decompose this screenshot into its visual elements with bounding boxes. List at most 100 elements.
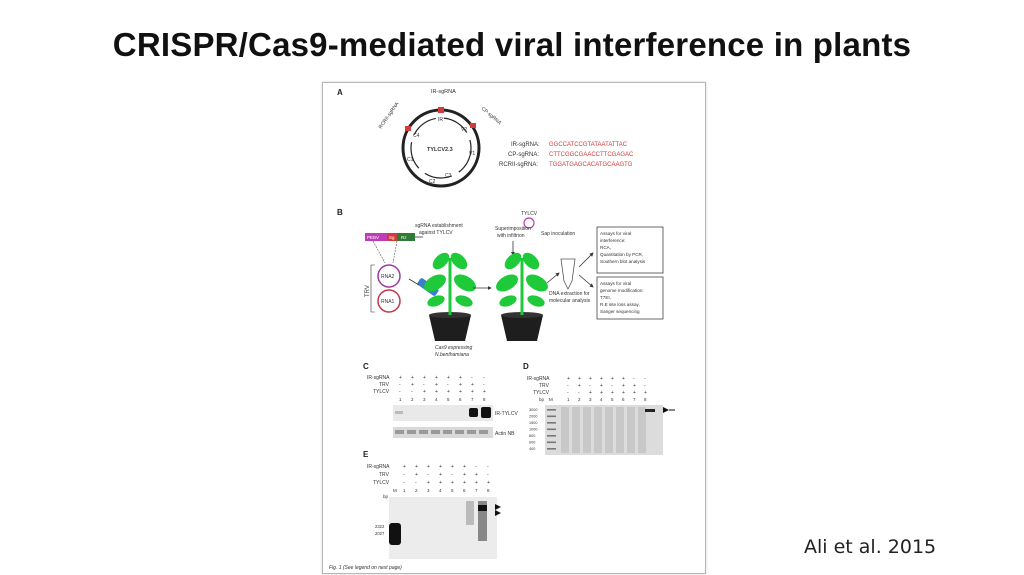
c-row-name-1: TRV [379,382,390,388]
trv-construct: PEBV Sg Rz RNA2 RNA1 TRV [365,233,423,313]
d-ladder-label: 1500 [529,421,537,425]
d-mark: - [644,376,646,382]
e-mark: - [403,472,405,478]
e-lane-number: 4 [439,488,442,493]
d-ladder-band [547,428,556,431]
e-mark: - [427,472,429,478]
e-lane-number: 2 [415,488,418,493]
d-mark: + [622,390,625,396]
assay1-line5: Southern blot analysis [600,259,646,264]
rna1-circle [377,289,401,313]
tylcv-virus-icon [523,217,535,229]
assay1-line1: Assays for viral [600,231,631,236]
sgrna-seq-ir: GGCCATCCGTATAATATTAC [549,142,628,148]
step1-line1: sgRNA establishment [415,223,463,229]
d-mark: + [589,390,592,396]
assay1-line3: RCA, [600,245,611,250]
gene-v2: V2 [461,127,467,133]
e-mark: + [451,464,454,470]
ir-label: IR [438,117,443,123]
d-ladder-label: 3000 [529,408,537,412]
e-bp-label: bp [383,494,389,499]
d-mark: + [600,376,603,382]
c-lane-number: 8 [483,397,486,402]
trv-label: TRV [365,285,371,297]
citation: Ali et al. 2015 [804,536,937,558]
c-blot-top [393,405,493,421]
assay-box-2: Assays for viral genome modification: T7… [596,276,664,320]
c-actin-band [395,430,404,434]
panel-c-label: C [363,362,369,371]
c-actin-band [479,430,488,434]
c-mark: + [435,389,438,395]
e-m-label: M [393,488,397,493]
panel-d-label: D [523,362,529,371]
c-row-name-0: IR-sgRNA [367,375,390,381]
rcrii-target-mark [405,126,411,131]
c-mark: + [423,375,426,381]
c-mark: - [447,382,449,388]
d-mark: + [600,383,603,389]
d-ladder-band [547,441,556,444]
tube-icon [560,258,576,290]
e-mark: + [463,480,466,486]
d-row-name-0: IR-sgRNA [527,376,550,382]
d-mark: - [567,390,569,396]
e-mark: - [415,480,417,486]
d-ladder-label: 600 [529,441,535,445]
d-mark: + [611,390,614,396]
e-mark: + [439,464,442,470]
c-mark: - [399,389,401,395]
d-mark: + [567,376,570,382]
c-row-name-2: TYLCV [373,389,390,395]
c-mark: - [483,375,485,381]
d-lane-smear [627,407,635,453]
e-mark: + [415,472,418,478]
d-mark: - [578,390,580,396]
d-lane-number: 2 [578,397,581,402]
rcrii-sgrna-label: RCRII-sgRNA [378,101,401,130]
d-ladder-label: 800 [529,434,535,438]
gene-arcs [410,117,472,179]
plant-1 [424,252,476,341]
e-lane-number: 6 [463,488,466,493]
e-mark: + [463,464,466,470]
pebv-label: PEBV [367,235,379,240]
e-lane-number: 7 [475,488,478,493]
e-row-name-2: TYLCV [373,480,390,486]
d-lane-smear [594,407,602,453]
d-mark: - [589,383,591,389]
c-actin-band [443,430,452,434]
c-actin-band [431,430,440,434]
e-mark: + [439,472,442,478]
e-mark: + [487,480,490,486]
e-ladder-band [389,523,401,545]
e-lane-number: 3 [427,488,430,493]
c-mark: + [471,389,474,395]
d-lane-number: 6 [622,397,625,402]
d-mark: - [611,383,613,389]
d-lane-number: 7 [633,397,636,402]
ir-target-mark [438,107,444,113]
gene-c4: C4 [413,133,420,139]
panel-c-design: IR-sgRNA TRV TYLCV ++++++---+-+-++---+++… [367,375,486,402]
d-mark: + [578,376,581,382]
gene-c2: C2 [429,179,436,185]
d-mark: + [633,383,636,389]
e-mark: - [487,472,489,478]
panel-b-label: B [337,208,343,217]
d-row-name-1: TRV [539,383,550,389]
c-lane-number: 6 [459,397,462,402]
c-actin-band [467,430,476,434]
gene-c3: C3 [445,173,452,179]
e-mark: + [475,480,478,486]
c-mark: + [459,375,462,381]
rna2-circle [377,264,401,288]
assay1-line4: Quantitation by PCR, [600,252,643,257]
rna1-label: RNA1 [381,299,395,305]
c-lane-number: 3 [423,397,426,402]
c-lane-number: 5 [447,397,450,402]
sgrna-sequences: IR-sgRNA: GGCCATCCGTATAATATTAC CP-sgRNA:… [499,142,634,168]
e-band-lane8 [478,505,487,511]
e-lane-number: 5 [451,488,454,493]
